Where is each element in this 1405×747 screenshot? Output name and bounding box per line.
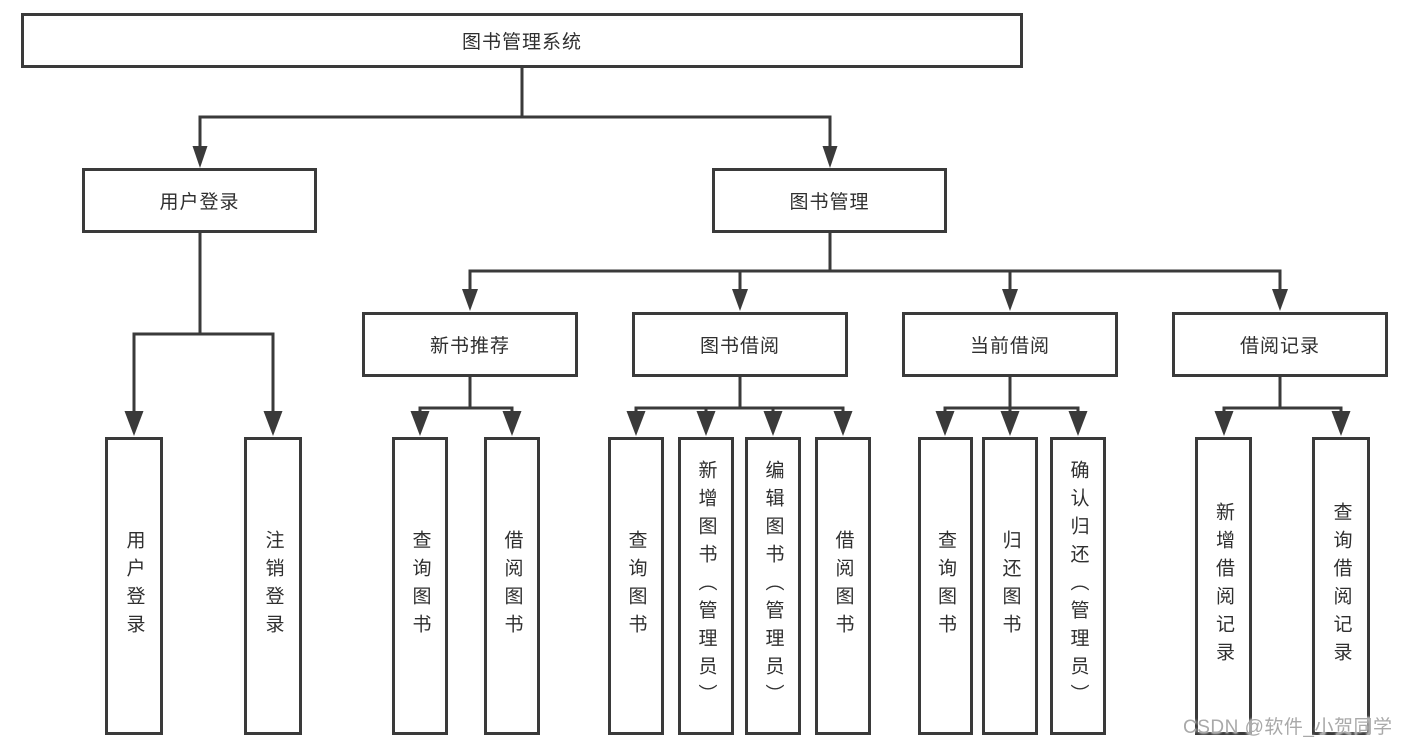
leaf-records-add-borrow-record: 新增借阅记录 xyxy=(1195,437,1252,735)
arrow-to-leaf-borrow-query xyxy=(626,411,646,436)
arrow-to-current-borrow xyxy=(1002,289,1018,311)
node-new-book-recommend: 新书推荐 xyxy=(362,312,578,377)
arrow-to-leaf-current-confirm xyxy=(1068,411,1088,436)
leaf-recommend-query-books-label: 查询图书 xyxy=(409,530,431,642)
node-book-management: 图书管理 xyxy=(712,168,947,233)
arrow-to-leaf-current-return xyxy=(1000,411,1020,436)
arrow-to-leaf-records-query xyxy=(1331,411,1351,436)
leaf-borrow-add-books-admin: 新增图书（管理员） xyxy=(678,437,734,735)
node-root: 图书管理系统 xyxy=(21,13,1023,68)
leaf-recommend-borrow-books-label: 借阅图书 xyxy=(501,530,523,642)
arrow-to-book-borrow xyxy=(732,289,748,311)
arrow-to-leaf-records-add xyxy=(1214,411,1234,436)
leaf-records-add-borrow-record-label: 新增借阅记录 xyxy=(1213,502,1234,670)
leaf-current-return-books: 归还图书 xyxy=(982,437,1038,735)
leaf-recommend-borrow-books: 借阅图书 xyxy=(484,437,540,735)
arrowheads xyxy=(124,146,1351,436)
arrow-to-leaf-borrow-add xyxy=(696,411,716,436)
leaf-records-query-borrow-record-label: 查询借阅记录 xyxy=(1330,502,1352,670)
leaf-borrow-edit-books-admin: 编辑图书（管理员） xyxy=(745,437,801,735)
leaf-borrow-query-books: 查询图书 xyxy=(608,437,664,735)
leaf-user-login: 用户登录 xyxy=(105,437,163,735)
node-user-login-label: 用户登录 xyxy=(159,192,240,213)
leaf-current-confirm-return-admin: 确认归还（管理员） xyxy=(1050,437,1106,735)
node-current-borrow-label: 当前借阅 xyxy=(969,336,1050,357)
node-root-label: 图书管理系统 xyxy=(461,32,582,53)
leaf-borrow-add-books-admin-label: 新增图书（管理员） xyxy=(695,460,717,712)
node-borrow-records-label: 借阅记录 xyxy=(1239,336,1320,357)
arrow-to-leaf-recommend-query xyxy=(410,411,430,436)
arrow-to-user-login xyxy=(192,146,208,168)
leaf-borrow-query-books-label: 查询图书 xyxy=(625,530,647,642)
leaf-recommend-query-books: 查询图书 xyxy=(392,437,448,735)
leaf-current-confirm-return-admin-label: 确认归还（管理员） xyxy=(1067,460,1089,712)
leaf-logout-login-label: 注销登录 xyxy=(262,530,284,642)
node-user-login: 用户登录 xyxy=(82,168,317,233)
node-borrow-records: 借阅记录 xyxy=(1172,312,1388,377)
arrow-to-leaf-borrow-edit xyxy=(763,411,783,436)
leaf-borrow-borrow-books: 借阅图书 xyxy=(815,437,871,735)
watermark: CSDN @软件_小贺同学 xyxy=(1183,717,1393,738)
arrow-to-new-book-recommend xyxy=(462,289,478,311)
node-current-borrow: 当前借阅 xyxy=(902,312,1118,377)
arrow-to-borrow-records xyxy=(1272,289,1288,311)
node-book-borrow: 图书借阅 xyxy=(632,312,848,377)
leaf-current-return-books-label: 归还图书 xyxy=(999,530,1021,642)
arrow-to-leaf-logout xyxy=(263,411,283,436)
node-new-book-recommend-label: 新书推荐 xyxy=(429,336,510,357)
connector-lines-path xyxy=(132,68,1343,414)
leaf-current-query-books-label: 查询图书 xyxy=(935,530,956,642)
arrow-to-leaf-recommend-borrow xyxy=(502,411,522,436)
leaf-current-query-books: 查询图书 xyxy=(918,437,973,735)
arrow-to-leaf-user-login xyxy=(124,411,144,436)
leaf-user-login-label: 用户登录 xyxy=(123,530,145,642)
leaf-borrow-edit-books-admin-label: 编辑图书（管理员） xyxy=(762,460,784,712)
node-book-management-label: 图书管理 xyxy=(789,192,870,213)
arrow-to-book-management xyxy=(822,146,838,168)
leaf-logout-login: 注销登录 xyxy=(244,437,302,735)
node-book-borrow-label: 图书借阅 xyxy=(699,336,780,357)
arrow-to-leaf-borrow-borrow xyxy=(833,411,853,436)
arrow-to-leaf-current-query xyxy=(935,411,955,436)
leaf-records-query-borrow-record: 查询借阅记录 xyxy=(1312,437,1370,735)
leaf-borrow-borrow-books-label: 借阅图书 xyxy=(832,530,854,642)
